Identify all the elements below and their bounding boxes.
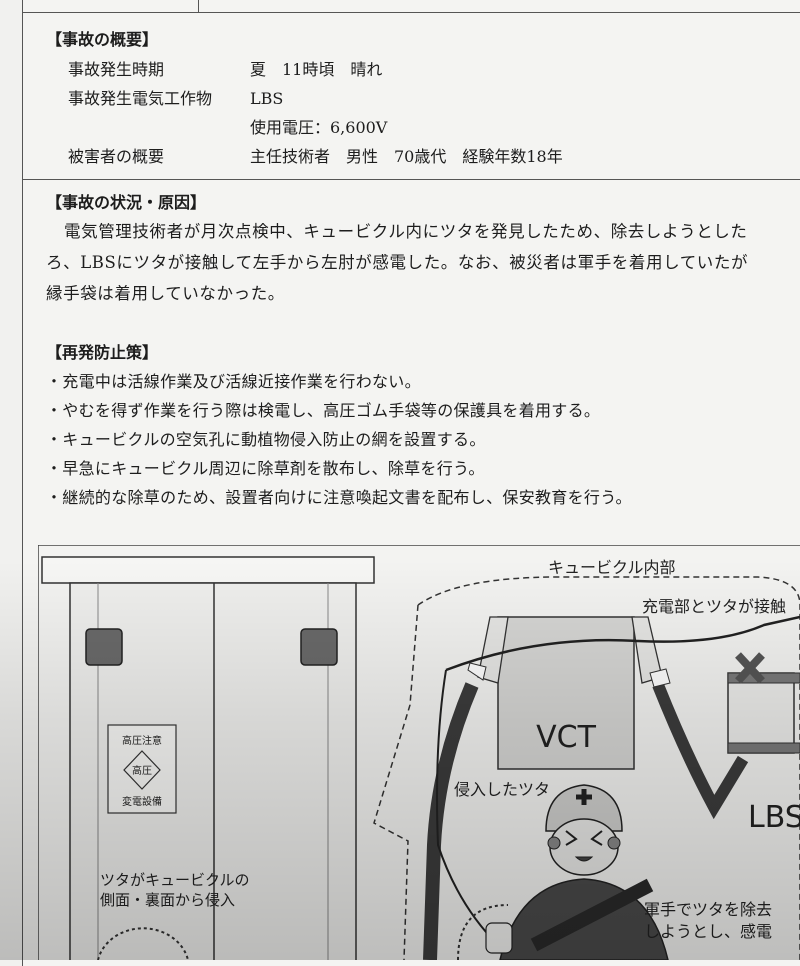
section-divider (23, 179, 800, 180)
contact-label: 充電部とツタが接触 (642, 597, 786, 616)
situation-line-2: ろ、LBSにツタが接触して左手から左肘が感電した。なお、被災者は軍手を着用してい… (46, 253, 749, 272)
outside-caption-line-2: 側面・裏面から侵入 (100, 891, 235, 909)
gloved-hand (485, 922, 513, 954)
vine-entry-dotted-circle (97, 927, 189, 961)
vine-line-lower (436, 669, 499, 946)
sign-bottom-text: 変電設備 (122, 795, 162, 808)
prevention-item-3: ・キュービクルの空気孔に動植物侵入防止の網を設置する。 (46, 430, 486, 449)
prevention-heading: 【再発防止策】 (46, 343, 159, 362)
vine-label: 侵入したツタ (454, 780, 550, 799)
sign-center-text: 高圧 (132, 764, 152, 777)
situation-heading: 【事故の状況・原因】 (46, 193, 207, 212)
right-cable-terminal (649, 668, 671, 688)
prevention-item-1: ・充電中は活線作業及び活線近接作業を行わない。 (46, 372, 421, 391)
interior-callout-outline (373, 576, 800, 961)
vent-left (85, 628, 123, 666)
situation-line-3: 縁手袋は着用していなかった。 (46, 284, 285, 303)
high-voltage-sign: 高圧注意 高圧 変電設備 (107, 724, 177, 814)
prevention-item-2: ・やむを得ず作業を行う際は検電し、高圧ゴム手袋等の保護具を着用する。 (46, 401, 601, 420)
left-cable-terminal (467, 662, 487, 681)
prevention-item-5: ・継続的な除草のため、設置者向けに注意喚起文書を配布し、保安教育を行う。 (46, 488, 632, 507)
vct-label: VCT (536, 720, 596, 755)
summary-label-victim: 被害者の概要 (68, 147, 165, 166)
hand-dotted-circle (457, 904, 509, 961)
situation-line-1: 電気管理技術者が月次点検中、キュービクル内にツタを発見したため、除去しようとした (64, 222, 748, 241)
summary-value-equipment: LBS (250, 89, 284, 108)
summary-value-time: 夏 11時頃 晴れ (250, 60, 383, 79)
worker-face (549, 818, 619, 876)
worker-figure (485, 784, 669, 961)
vine-line (445, 615, 800, 672)
contact-x-mark (735, 652, 765, 684)
worker-caption-line-2: しようとし、感電 (644, 922, 772, 941)
top-table-divider (198, 0, 199, 12)
right-cable (652, 682, 749, 820)
lbs-label: LBS (748, 800, 800, 835)
summary-value-victim: 主任技術者 男性 70歳代 経験年数18年 (250, 147, 563, 166)
left-cable (423, 682, 479, 961)
sign-top-text: 高圧注意 (122, 734, 162, 747)
top-table-border (23, 12, 800, 13)
summary-label-time: 事故発生時期 (68, 60, 165, 79)
summary-label-equipment: 事故発生電気工作物 (68, 89, 213, 108)
vent-right (300, 628, 338, 666)
helmet-cross-icon (576, 789, 592, 805)
helmet-icon (545, 784, 623, 832)
outside-caption-line-1: ツタがキュービクルの (100, 871, 250, 889)
interior-label: キュービクル内部 (548, 558, 676, 577)
worker-caption-line-1: 軍手でツタを除去 (644, 900, 772, 919)
accident-illustration: 高圧注意 高圧 変電設備 ツタがキュービクルの 側面・裏面から侵入 キュービクル… (37, 544, 800, 966)
summary-heading: 【事故の概要】 (46, 30, 159, 49)
prevention-item-4: ・早急にキュービクル周辺に除草剤を散布し、除草を行う。 (46, 459, 485, 478)
summary-value-voltage: 使用電圧：6,600V (250, 118, 388, 137)
